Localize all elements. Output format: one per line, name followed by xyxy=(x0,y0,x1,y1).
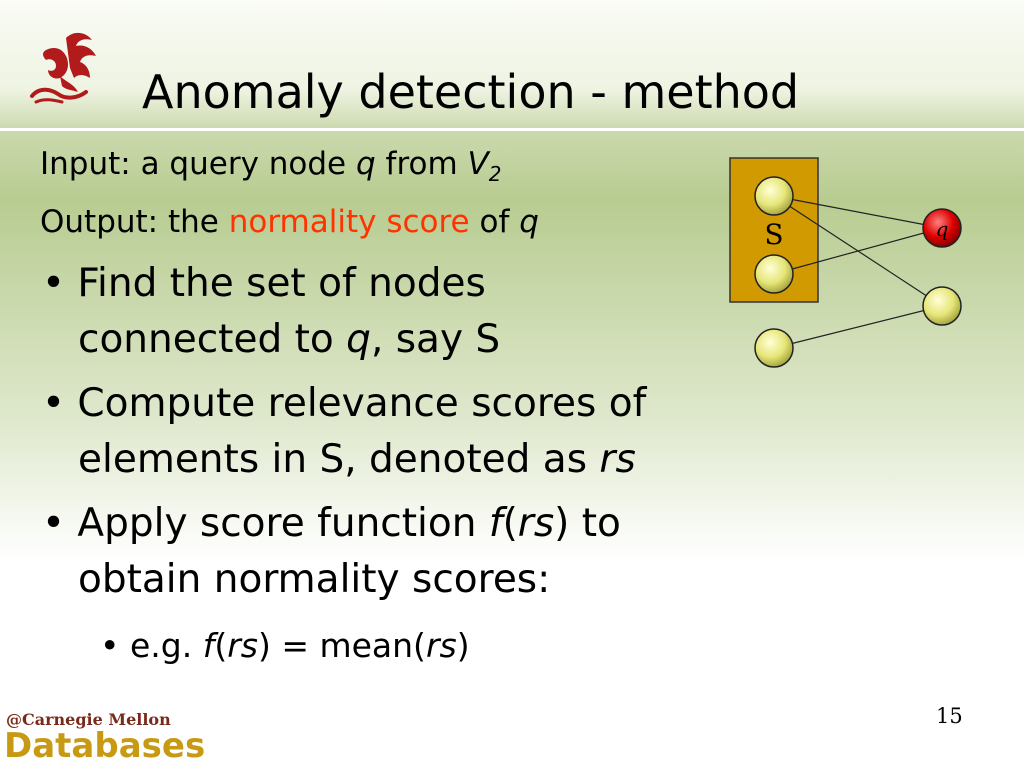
query-node-label: q xyxy=(936,217,949,241)
input-label: Input: xyxy=(40,146,131,182)
bipartite-graph-diagram: S q xyxy=(729,157,962,368)
slide-title: Anomaly detection - method xyxy=(142,65,800,119)
graph-node xyxy=(754,254,794,294)
bullet-marker: • xyxy=(100,626,120,665)
bullet-marker: • xyxy=(42,381,66,426)
dragon-logo-icon xyxy=(30,32,96,104)
query-node xyxy=(922,208,962,248)
normality-score-highlight: normality score xyxy=(228,204,470,240)
edge xyxy=(773,195,943,229)
footer-group: Databases xyxy=(4,726,206,766)
edge xyxy=(773,305,943,349)
bullet-marker: • xyxy=(42,501,66,546)
footer-org: @Carnegie Mellon xyxy=(6,710,171,729)
output-line: Output: the normality score of q xyxy=(40,204,539,240)
set-s-label: S xyxy=(764,218,783,251)
header-divider xyxy=(0,128,1024,131)
bullet-1: • Find the set of nodes connected to q, … xyxy=(42,261,501,362)
sub-bullet: • e.g. f(rs) = mean(rs) xyxy=(100,626,470,665)
bullet-marker: • xyxy=(42,261,66,306)
graph-node xyxy=(754,328,794,368)
input-line: Input: a query node q from V2 xyxy=(40,146,502,187)
graph-node xyxy=(922,286,962,326)
output-label: Output: xyxy=(40,204,159,240)
bullet-3: • Apply score function f(rs) to obtain n… xyxy=(42,501,621,602)
edge xyxy=(773,227,943,275)
page-number: 15 xyxy=(936,704,963,728)
graph-node xyxy=(754,176,794,216)
bullet-2: • Compute relevance scores of elements i… xyxy=(42,381,647,482)
